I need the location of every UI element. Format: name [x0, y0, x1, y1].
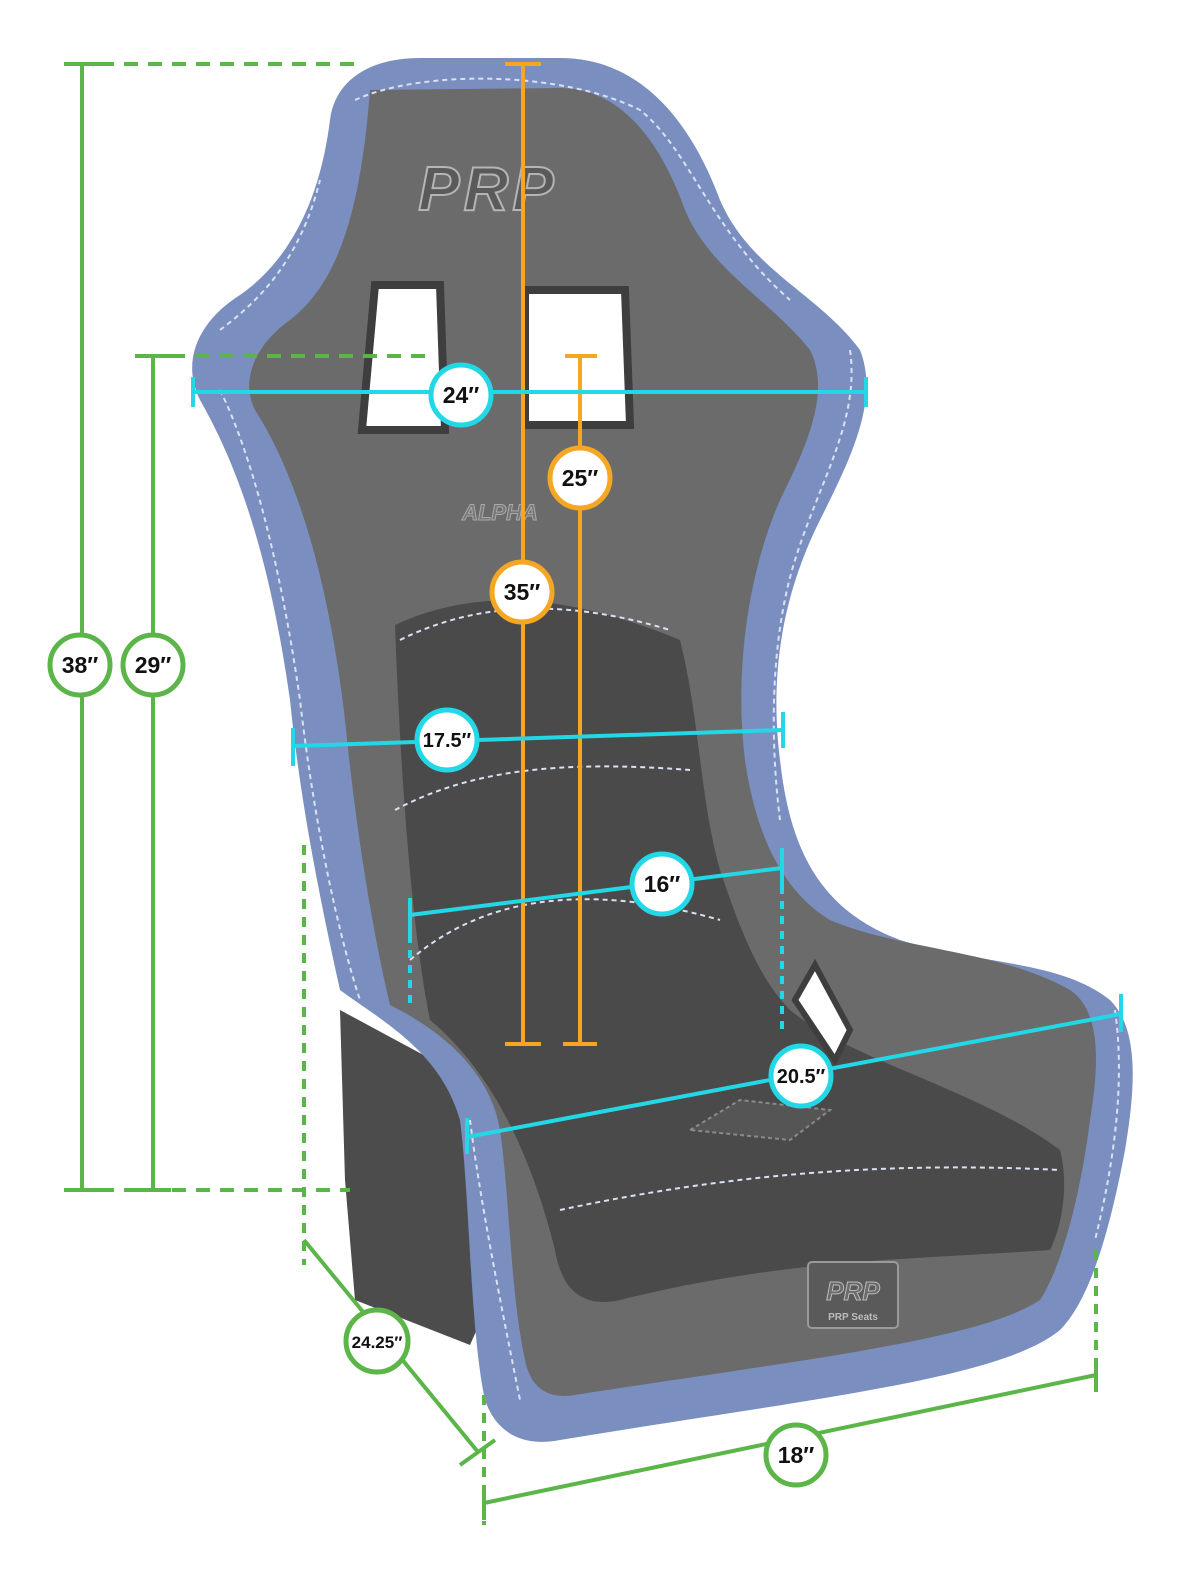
label-harness-height: 25″	[547, 445, 613, 511]
label-overall-height: 38″	[47, 632, 113, 698]
hip-width-value: 16″	[644, 871, 681, 897]
front-badge: PRP PRP Seats	[807, 1261, 899, 1329]
overall-height-value: 38″	[62, 652, 99, 678]
center-height-value: 35″	[504, 579, 541, 605]
badge-logo: PRP	[826, 1276, 880, 1306]
seat-front-bump	[686, 1098, 833, 1142]
shoulder-width-value: 24″	[443, 382, 480, 408]
label-back-height: 29″	[120, 632, 186, 698]
label-shoulder-width: 24″	[428, 362, 494, 428]
back-height-value: 29″	[135, 652, 172, 678]
label-base-width: 18″	[763, 1422, 829, 1488]
label-center-height: 35″	[489, 559, 555, 625]
label-back-width: 17.5″	[414, 707, 480, 773]
leg-cutout	[791, 958, 854, 1066]
back-width-value: 17.5″	[423, 730, 472, 752]
brand-logo-top: PRP	[418, 155, 557, 224]
seat-illustration: PRP ALPHA PRP PRP Seats	[192, 58, 1133, 1442]
badge-text: PRP Seats	[828, 1312, 878, 1323]
seat-mesh-panel	[395, 600, 1065, 1302]
base-width-value: 18″	[778, 1442, 815, 1468]
front-width-value: 20.5″	[777, 1066, 826, 1088]
harness-height-value: 25″	[562, 465, 599, 491]
label-hip-width: 16″	[629, 851, 695, 917]
depth-value: 24.25″	[352, 1333, 403, 1352]
model-logo: ALPHA	[461, 500, 538, 525]
label-front-width: 20.5″	[768, 1043, 834, 1109]
label-depth: 24.25″	[343, 1307, 411, 1375]
seat-stitching	[219, 77, 1120, 1401]
